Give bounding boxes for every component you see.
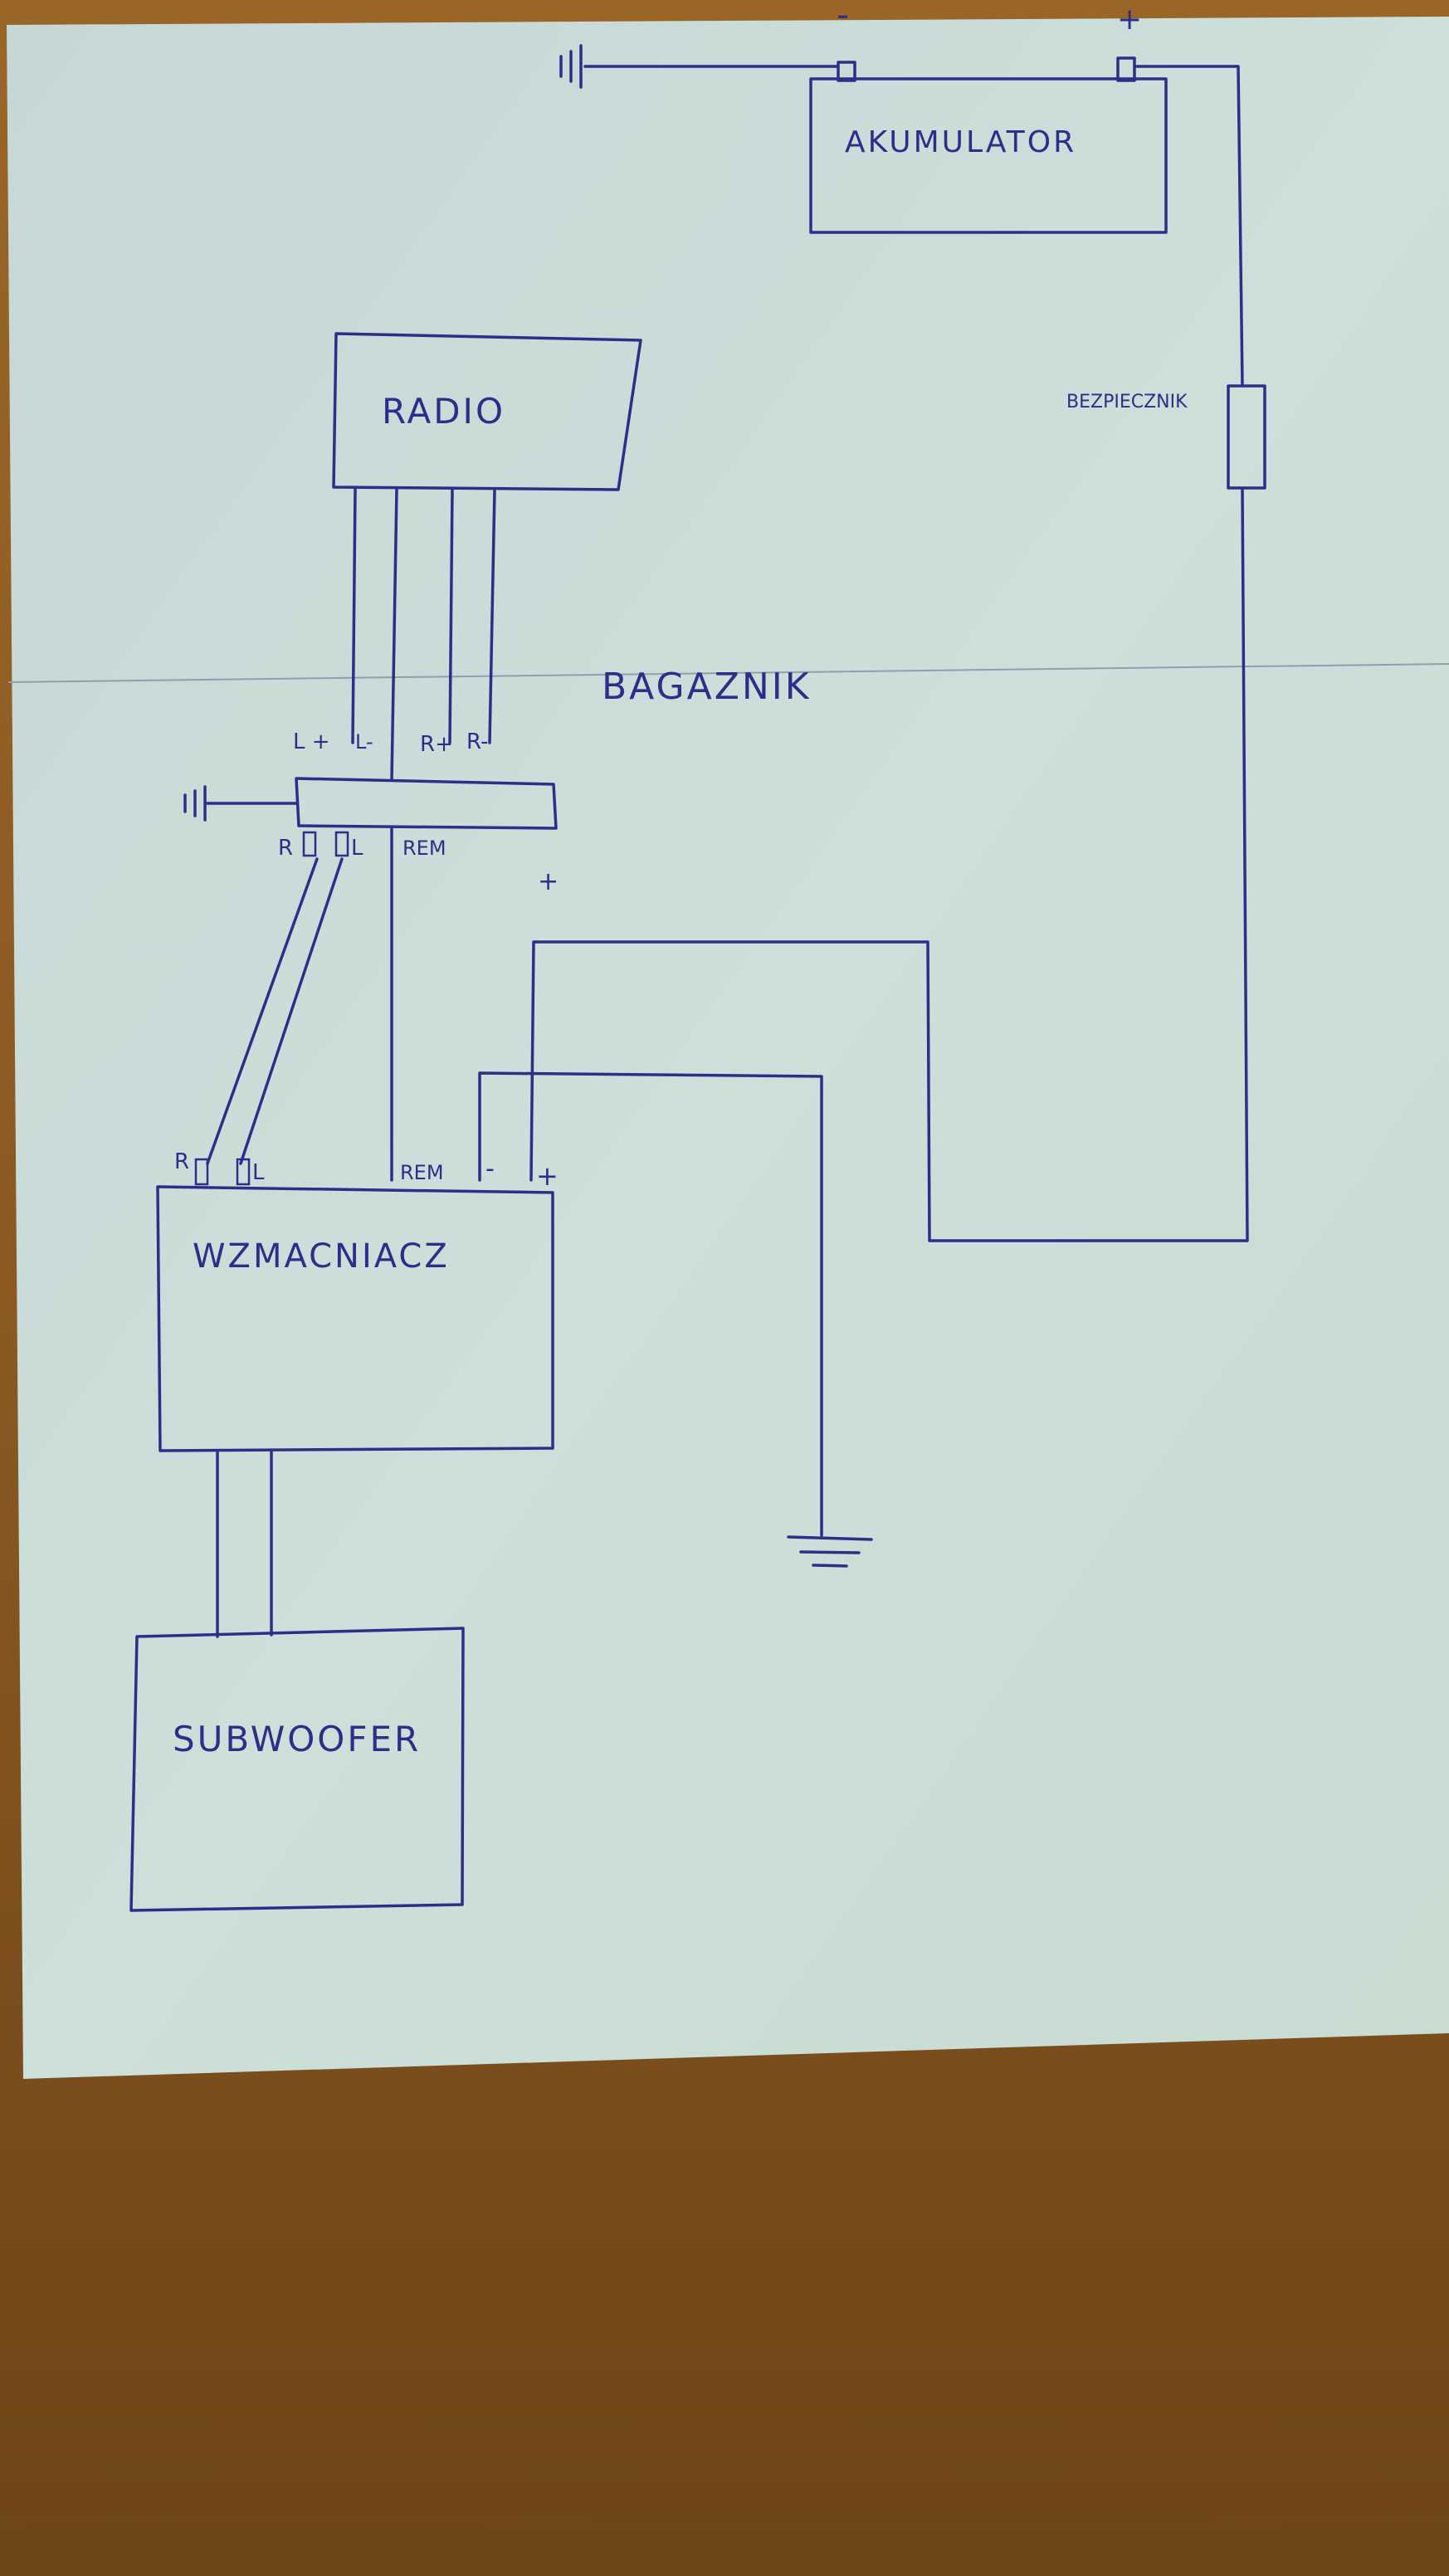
paper-sheet bbox=[7, 17, 1449, 2079]
amp-in-l-label: L bbox=[252, 1160, 265, 1185]
amp-rem-label: REM bbox=[400, 1161, 444, 1184]
rca-r-plus-label: R+ bbox=[420, 732, 453, 757]
rca-rem-label: REM bbox=[402, 837, 446, 860]
amp-ground-wire bbox=[478, 1071, 823, 1537]
line-converter-block: L + L- R+ R- R L REM + bbox=[278, 729, 559, 896]
rca-out-l-label: L bbox=[351, 836, 363, 861]
rca-cables bbox=[206, 857, 344, 1165]
amplifier: WZMACNIACZ R L REM - + bbox=[156, 1149, 559, 1452]
ground-icon bbox=[559, 44, 840, 89]
block-ground-icon bbox=[183, 785, 298, 822]
speaker-wires bbox=[216, 1451, 273, 1638]
rca-out-r-label: R bbox=[278, 836, 293, 861]
trunk-label: BAGAZNIK bbox=[602, 666, 812, 708]
subwoofer-label: SUBWOOFER bbox=[173, 1719, 421, 1759]
rca-r-minus-label: R- bbox=[466, 729, 488, 754]
subwoofer: SUBWOOFER bbox=[129, 1627, 465, 1912]
rca-l-minus-label: L- bbox=[355, 730, 373, 754]
rca-plus-label: + bbox=[538, 867, 559, 896]
amp-minus-label: - bbox=[485, 1154, 495, 1183]
amp-plus-label: + bbox=[536, 1160, 559, 1192]
battery-label: AKUMULATOR bbox=[845, 125, 1076, 159]
wood-grain bbox=[0, 2120, 1449, 2527]
rca-l-plus-label: L + bbox=[293, 729, 330, 754]
paper-fold-line bbox=[7, 663, 1449, 683]
battery-minus-label: - bbox=[837, 0, 851, 35]
battery: AKUMULATOR - + bbox=[809, 0, 1168, 234]
radio-unit: RADIO bbox=[332, 332, 642, 491]
battery-positive-wire bbox=[529, 65, 1249, 1242]
amp-in-r-label: R bbox=[174, 1149, 189, 1174]
radio-label: RADIO bbox=[382, 391, 505, 432]
fuse-icon: BEZPIECZNIK bbox=[1066, 384, 1266, 490]
amplifier-label: WZMACNIACZ bbox=[193, 1237, 450, 1276]
fuse-label: BEZPIECZNIK bbox=[1066, 392, 1188, 412]
battery-plus-label: + bbox=[1117, 2, 1144, 37]
chassis-ground-icon bbox=[787, 1535, 873, 1568]
radio-output-wires bbox=[351, 488, 496, 782]
